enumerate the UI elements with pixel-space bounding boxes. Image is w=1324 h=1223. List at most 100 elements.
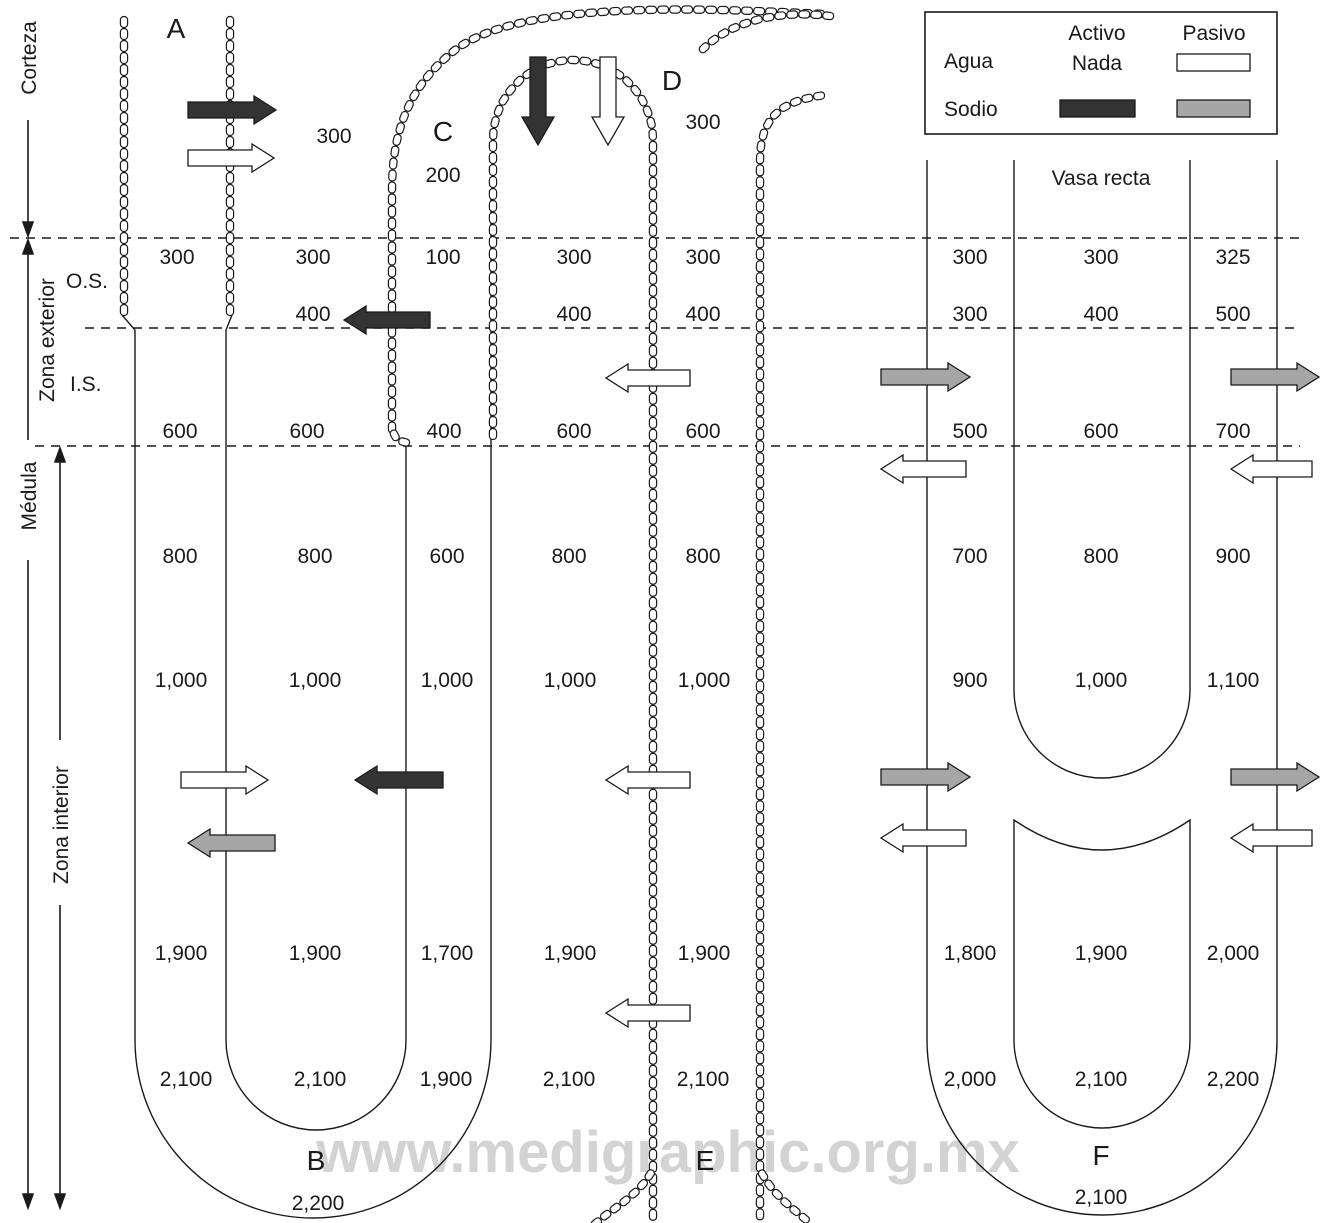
osm-loop-tip: 2,200 bbox=[292, 1192, 345, 1215]
depth-axes bbox=[21, 120, 67, 1211]
segment-f-label: F bbox=[1092, 1140, 1109, 1171]
osm-value: 2,100 bbox=[294, 1068, 347, 1091]
osm-value: 1,700 bbox=[421, 942, 474, 965]
osm-value: 300 bbox=[1083, 246, 1118, 269]
passive-sodium-arrow bbox=[1230, 361, 1321, 393]
osm-value: 400 bbox=[426, 420, 461, 443]
collecting-duct-flare-right bbox=[757, 1169, 810, 1223]
active-sodium-arrow bbox=[353, 764, 444, 796]
passive-sodium-arrow bbox=[186, 827, 276, 859]
legend-passive-header: Pasivo bbox=[1182, 22, 1245, 45]
osm-value: 300 bbox=[685, 246, 720, 269]
thick-limb-a-wall-left bbox=[119, 15, 129, 317]
osm-value: 900 bbox=[1215, 545, 1250, 568]
outer-zone-label: Zona exterior bbox=[36, 278, 59, 402]
passive-water-arrow bbox=[187, 142, 276, 174]
vasa-recta-label: Vasa recta bbox=[1052, 167, 1151, 190]
osm-value: 100 bbox=[425, 246, 460, 269]
osm-value: 400 bbox=[1083, 303, 1118, 326]
osm-value: 700 bbox=[952, 545, 987, 568]
distal-tubule-hump bbox=[698, 10, 835, 54]
osm-value: 300 bbox=[295, 246, 330, 269]
legend-active-sodium-swatch bbox=[1059, 99, 1136, 118]
medulla-label: Médula bbox=[18, 461, 41, 530]
osm-value: 600 bbox=[162, 420, 197, 443]
thick-limb-end bbox=[389, 429, 411, 447]
osm-cortex-d: 300 bbox=[685, 111, 720, 134]
legend-passive-water-swatch bbox=[1176, 53, 1251, 72]
collecting-duct-left-wall bbox=[488, 55, 658, 1221]
osm-value: 600 bbox=[556, 420, 591, 443]
osm-value: 400 bbox=[556, 303, 591, 326]
osm-value: 300 bbox=[556, 246, 591, 269]
osm-value: 1,000 bbox=[421, 669, 474, 692]
osm-value: 1,000 bbox=[678, 669, 731, 692]
osm-value: 1,900 bbox=[420, 1068, 473, 1091]
vasa-recta bbox=[926, 160, 1278, 1216]
osm-value: 600 bbox=[429, 545, 464, 568]
osm-value: 500 bbox=[1215, 303, 1250, 326]
vasa-descending-inner-wall bbox=[1013, 160, 1191, 779]
watermark: www.medigraphic.org.mx bbox=[315, 1120, 1020, 1185]
osm-value: 1,900 bbox=[1075, 942, 1128, 965]
osm-cortex-interstitium: 300 bbox=[316, 125, 351, 148]
passive-water-arrow bbox=[604, 997, 691, 1029]
osm-value: 700 bbox=[1215, 420, 1250, 443]
osm-value: 600 bbox=[685, 420, 720, 443]
osm-value: 300 bbox=[159, 246, 194, 269]
inner-stripe-label: I.S. bbox=[70, 373, 102, 396]
osm-value: 800 bbox=[685, 545, 720, 568]
cortex-label: Corteza bbox=[18, 21, 41, 95]
collecting-duct-right-wall bbox=[755, 91, 826, 1221]
osm-value: 900 bbox=[952, 669, 987, 692]
passive-water-arrow bbox=[604, 362, 691, 394]
legend-water-label: Agua bbox=[944, 50, 993, 73]
osm-value: 2,100 bbox=[1075, 1068, 1128, 1091]
legend-passive-sodium-swatch bbox=[1176, 99, 1251, 118]
osm-value: 800 bbox=[297, 545, 332, 568]
inner-zone-label: Zona interior bbox=[50, 766, 73, 884]
passive-sodium-arrow bbox=[1230, 761, 1321, 793]
loop-b-outer-wall bbox=[134, 190, 492, 1219]
osm-value: 1,000 bbox=[155, 669, 208, 692]
passive-water-arrow bbox=[180, 764, 270, 796]
osm-value: 600 bbox=[1083, 420, 1118, 443]
passive-sodium-arrow bbox=[880, 361, 972, 393]
osm-value: 300 bbox=[952, 303, 987, 326]
osm-value: 600 bbox=[289, 420, 324, 443]
active-sodium-arrow bbox=[342, 304, 431, 336]
transport-arrows bbox=[180, 56, 1321, 1029]
loop-b-inner-wall bbox=[225, 330, 407, 1131]
osm-value: 800 bbox=[162, 545, 197, 568]
active-sodium-arrow bbox=[520, 56, 556, 147]
legend-sodium-label: Sodio bbox=[944, 98, 998, 121]
osm-value: 1,900 bbox=[544, 942, 597, 965]
segment-b-label: B bbox=[307, 1145, 326, 1176]
osm-value: 1,100 bbox=[1207, 669, 1260, 692]
vasa-outer-wall bbox=[926, 160, 1278, 1216]
outer-stripe-label: O.S. bbox=[66, 270, 108, 293]
passive-sodium-arrow bbox=[880, 761, 972, 793]
segment-c-label: C bbox=[433, 116, 453, 147]
epithelial-tubules bbox=[119, 5, 835, 1223]
thick-limb-c-outer-wall bbox=[387, 5, 826, 434]
osm-value: 800 bbox=[1083, 545, 1118, 568]
osm-cortex-c: 200 bbox=[425, 164, 460, 187]
passive-water-arrow bbox=[1229, 453, 1313, 485]
osm-value: 2,100 bbox=[160, 1068, 213, 1091]
osm-value: 325 bbox=[1215, 246, 1250, 269]
osm-value: 800 bbox=[551, 545, 586, 568]
collecting-duct-flare-left bbox=[590, 1169, 656, 1223]
osm-value: 1,000 bbox=[289, 669, 342, 692]
vasa-ascending-inner-wall bbox=[1013, 818, 1191, 1129]
osm-value: 1,900 bbox=[678, 942, 731, 965]
legend-active-header: Activo bbox=[1068, 22, 1125, 45]
passive-water-arrow bbox=[590, 56, 626, 147]
osm-value: 1,900 bbox=[155, 942, 208, 965]
osm-value: 300 bbox=[952, 246, 987, 269]
segment-d-label: D bbox=[662, 65, 682, 96]
osm-value: 1,800 bbox=[944, 942, 997, 965]
osm-value: 2,000 bbox=[1207, 942, 1260, 965]
osm-vasa-tip: 2,100 bbox=[1075, 1186, 1128, 1209]
